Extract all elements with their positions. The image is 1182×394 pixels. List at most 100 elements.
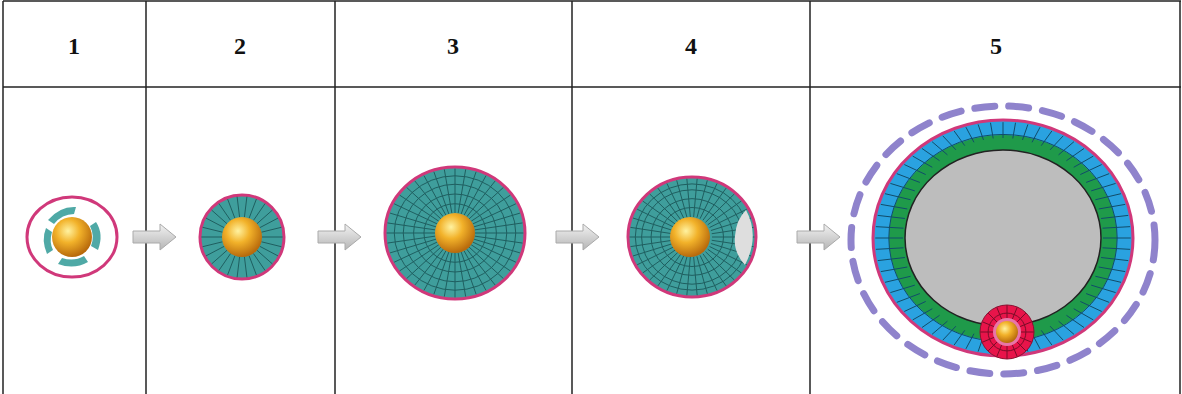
zona xyxy=(993,318,1021,346)
cell-line xyxy=(257,210,272,224)
cell-line xyxy=(630,237,672,238)
cell-line xyxy=(885,276,911,282)
cell-line xyxy=(890,183,914,190)
cell-line xyxy=(455,253,456,297)
cell-line xyxy=(228,256,235,275)
cell-line xyxy=(988,313,1026,351)
cell-line xyxy=(434,172,449,214)
cell-line xyxy=(990,123,993,139)
cell-line xyxy=(694,257,697,295)
cell-line xyxy=(897,294,920,303)
cell-line xyxy=(461,252,476,294)
cell-line xyxy=(237,197,239,217)
cell-line xyxy=(473,242,516,262)
cell-line xyxy=(1020,332,1034,333)
cell-line xyxy=(922,315,940,327)
graafian-follicle xyxy=(851,106,1155,374)
cell-line xyxy=(206,246,224,256)
cell-line xyxy=(897,174,920,183)
cell-line xyxy=(708,249,741,273)
stage-number: 2 xyxy=(234,34,246,58)
cell-line xyxy=(388,236,436,243)
cell-line xyxy=(1099,204,1126,209)
primordial-follicle xyxy=(27,197,117,277)
cell-line xyxy=(228,199,235,218)
table-grid xyxy=(3,1,1181,394)
cell-line xyxy=(244,197,246,217)
cell-line xyxy=(643,249,676,273)
cell-line xyxy=(444,253,452,297)
cell-line xyxy=(1066,148,1084,160)
cell-line xyxy=(387,233,435,234)
cell-line xyxy=(244,257,246,277)
cell-line xyxy=(980,332,994,333)
cell-line xyxy=(253,253,265,270)
cell-line xyxy=(703,254,726,286)
cell-line xyxy=(988,341,998,351)
oocyte xyxy=(435,213,475,253)
cell-line xyxy=(694,179,697,217)
cell-line xyxy=(260,246,278,256)
cell-line xyxy=(932,321,947,334)
cell-line xyxy=(1012,307,1017,320)
cell-line xyxy=(1012,344,1017,357)
cell-line xyxy=(203,227,223,232)
cumulus xyxy=(980,305,1034,359)
cell-line xyxy=(1050,326,1063,340)
cell-line xyxy=(261,242,281,247)
cell-line xyxy=(982,337,995,342)
cell-line xyxy=(1091,285,1115,292)
cell-line xyxy=(932,142,947,155)
cell-line xyxy=(997,307,1002,320)
cell-line xyxy=(1013,123,1016,139)
cell-line xyxy=(201,237,222,238)
cell-line xyxy=(890,285,914,292)
oocyte xyxy=(222,217,262,257)
cell-line xyxy=(643,201,676,225)
cell-line xyxy=(667,184,684,219)
stage-number: 4 xyxy=(685,34,697,58)
cell-line xyxy=(1019,337,1032,342)
cell-line xyxy=(1080,301,1101,311)
cell-line xyxy=(630,240,672,246)
cell-line xyxy=(878,258,905,261)
cell-line xyxy=(444,169,452,213)
oocyte xyxy=(996,321,1018,343)
cell-line xyxy=(1101,215,1128,218)
cell-line xyxy=(677,256,687,293)
cell-line xyxy=(1059,142,1074,155)
cell-line xyxy=(904,165,925,175)
oocyte xyxy=(670,217,710,257)
cell-line xyxy=(237,257,239,277)
cell-line xyxy=(394,204,437,224)
cell-line xyxy=(997,344,1002,357)
cell-line xyxy=(988,313,998,323)
cell-line xyxy=(219,204,231,221)
cell-line xyxy=(455,169,456,213)
cell-line xyxy=(1059,321,1074,334)
cell-line xyxy=(1103,248,1131,250)
cell-line xyxy=(1086,174,1109,183)
cell-line xyxy=(1091,183,1115,190)
primary-follicle xyxy=(200,195,284,279)
cell-line xyxy=(249,199,256,218)
cell-line xyxy=(922,148,940,160)
cell-line xyxy=(206,218,224,228)
cell-line xyxy=(658,254,681,286)
cell-line xyxy=(1095,194,1121,200)
stage-number: 3 xyxy=(447,34,459,58)
cell-line xyxy=(475,223,523,230)
cell-line xyxy=(1007,305,1008,319)
cell-line xyxy=(881,267,908,272)
cell-line xyxy=(878,215,905,218)
early-antral-follicle xyxy=(628,177,756,297)
cell-line xyxy=(1074,156,1094,167)
cell-line xyxy=(954,330,965,345)
cell-line xyxy=(1032,127,1040,142)
cell-line xyxy=(687,179,690,217)
cell-line xyxy=(700,255,717,290)
cell-line xyxy=(677,180,687,217)
cell-line xyxy=(943,326,956,340)
cell-line xyxy=(1103,238,1131,239)
